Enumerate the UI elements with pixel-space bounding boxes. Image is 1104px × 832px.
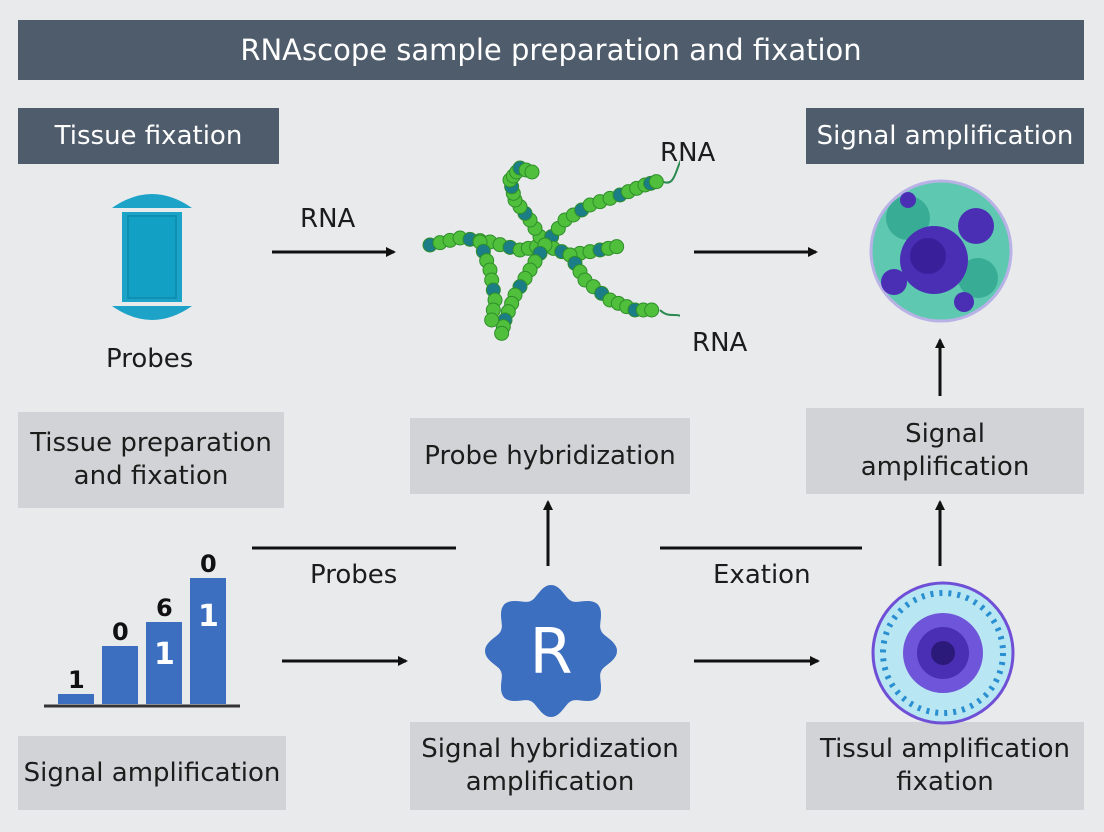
rna-bead: [648, 174, 664, 190]
probes-line-label: Probes: [310, 560, 398, 590]
rna-bead: [609, 239, 625, 255]
rna-bead: [494, 325, 510, 341]
rna-upper-label: RNA: [660, 138, 716, 168]
tissue-fixation-label: Tissue fixation: [18, 108, 279, 164]
rna-bead: [524, 164, 540, 180]
tissue-preparation-box: Tissue preparation and fixation: [18, 412, 284, 508]
signal-amplification-mid-box: Signal amplification: [806, 408, 1084, 494]
r-letter: R: [529, 615, 572, 688]
rna-lower-label: RNA: [692, 328, 748, 358]
tissue-cell-icon: [871, 581, 1015, 725]
bar-label-4: 0: [200, 550, 217, 578]
signal-hybridization-line1: Signal hybridization: [421, 734, 679, 764]
tissue-preparation-line1: Tissue preparation: [30, 428, 272, 458]
probe-hybridization-box: Probe hybridization: [410, 418, 690, 494]
r-badge-icon: R: [485, 585, 617, 717]
probe-hybridization-text: Probe hybridization: [424, 440, 676, 471]
rna-bead: [644, 302, 660, 318]
bar-inner-label-2: 1: [198, 599, 219, 634]
amplified-cell-icon: [869, 179, 1013, 323]
signal-amplification-bottom-text: Signal amplification: [23, 757, 281, 788]
page-title: RNAscope sample preparation and fixation: [18, 20, 1084, 80]
signal-hybridization-box: Signal hybridization amplification: [410, 722, 690, 810]
probe-tube-icon: [112, 194, 192, 320]
bar-label-3: 6: [156, 594, 173, 622]
bar-chart-icon: 1 0 6 0 1 1: [44, 550, 240, 708]
tissul-amplification-box: Tissul amplification fixation: [806, 722, 1084, 810]
tissul-line2: fixation: [896, 767, 994, 797]
bar-label-2: 0: [112, 618, 129, 646]
probes-label: Probes: [106, 344, 194, 374]
tissul-line1: Tissul amplification: [820, 734, 1070, 764]
signal-hybridization-line2: amplification: [465, 767, 635, 797]
signal-amplification-mid-line2: amplification: [860, 452, 1030, 482]
signal-amplification-bottom-box: Signal amplification: [18, 736, 286, 810]
signal-amplification-header: Signal amplification: [806, 108, 1084, 164]
rna-molecule-icon: [422, 160, 680, 341]
tissue-preparation-line2: and fixation: [73, 461, 229, 491]
rna-arrow-label: RNA: [300, 204, 356, 234]
bar-label-1: 1: [68, 666, 85, 694]
exation-line-label: Exation: [713, 560, 811, 590]
signal-amplification-mid-line1: Signal: [905, 419, 985, 449]
rna-bead: [484, 312, 500, 328]
bar-inner-label-1: 1: [154, 637, 175, 672]
